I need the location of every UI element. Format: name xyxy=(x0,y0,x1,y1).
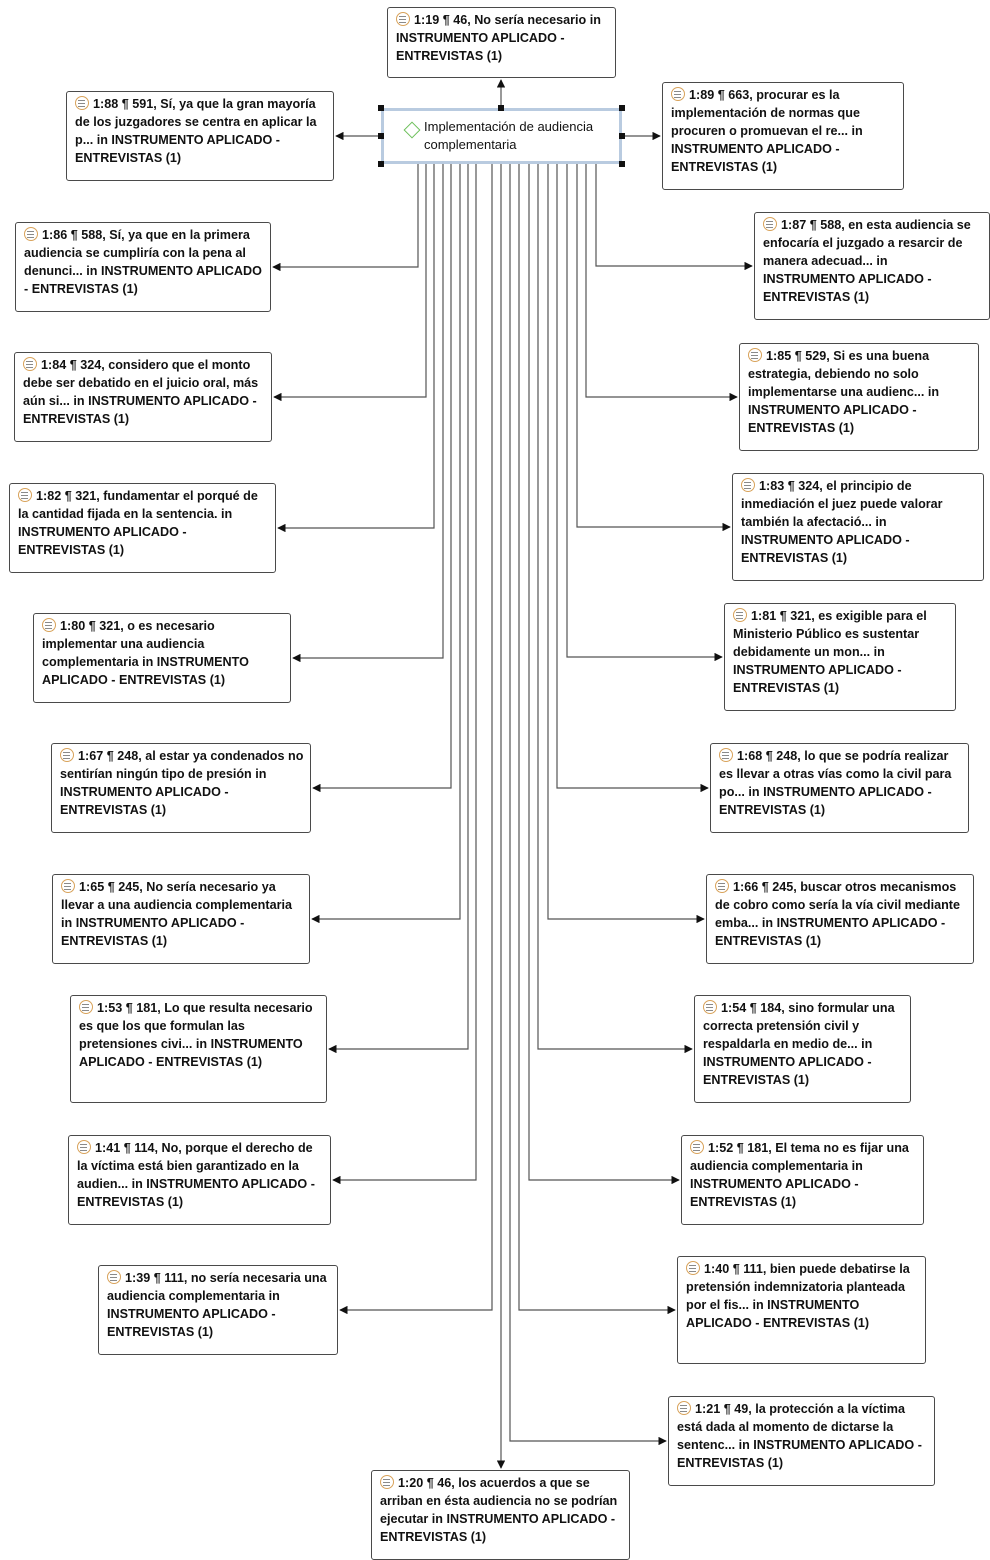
link-arrow xyxy=(312,164,452,793)
quotation-text: 1:67 ¶ 248, al estar ya condenados no se… xyxy=(60,749,304,817)
quotation-icon xyxy=(60,748,74,762)
quotation-node[interactable]: 1:80 ¶ 321, o es necesario implementar u… xyxy=(33,613,291,703)
quotation-text: 1:21 ¶ 49, la protección a la víctima es… xyxy=(677,1402,922,1470)
quotation-icon xyxy=(42,618,56,632)
quotation-icon xyxy=(61,879,75,893)
quotation-node[interactable]: 1:84 ¶ 324, considero que el monto debe … xyxy=(14,352,272,442)
selection-handle[interactable] xyxy=(378,133,384,139)
quotation-node[interactable]: 1:39 ¶ 111, no sería necesaria una audie… xyxy=(98,1265,338,1355)
quotation-text: 1:19 ¶ 46, No sería necesario in INSTRUM… xyxy=(396,13,601,63)
quotation-node[interactable]: 1:82 ¶ 321, fundamentar el porqué de la … xyxy=(9,483,276,573)
link-arrow xyxy=(273,164,427,402)
quotation-node[interactable]: 1:53 ¶ 181, Lo que resulta necesario es … xyxy=(70,995,327,1103)
quotation-text: 1:41 ¶ 114, No, porque el derecho de la … xyxy=(77,1141,315,1209)
quotation-icon xyxy=(671,87,685,101)
quotation-text: 1:87 ¶ 588, en esta audiencia se enfocar… xyxy=(763,218,971,304)
link-arrow xyxy=(556,164,709,793)
link-arrow xyxy=(528,164,680,1185)
quotation-node[interactable]: 1:83 ¶ 324, el principio de inmediación … xyxy=(732,473,984,581)
code-label: Implementación de audiencia complementar… xyxy=(424,119,594,152)
link-arrow xyxy=(328,164,469,1054)
quotation-icon xyxy=(77,1140,91,1154)
quotation-text: 1:82 ¶ 321, fundamentar el porqué de la … xyxy=(18,489,258,557)
link-arrow xyxy=(585,164,738,402)
quotation-node[interactable]: 1:87 ¶ 588, en esta audiencia se enfocar… xyxy=(754,212,990,320)
link-arrow xyxy=(576,164,731,532)
quotation-icon xyxy=(107,1270,121,1284)
quotation-icon xyxy=(686,1261,700,1275)
quotation-icon xyxy=(748,348,762,362)
quotation-icon xyxy=(741,478,755,492)
quotation-node[interactable]: 1:65 ¶ 245, No sería necesario ya llevar… xyxy=(52,874,310,964)
selection-handle[interactable] xyxy=(498,105,504,111)
quotation-icon xyxy=(763,217,777,231)
quotation-node[interactable]: 1:66 ¶ 245, buscar otros mecanismos de c… xyxy=(706,874,974,964)
quotation-icon xyxy=(715,879,729,893)
quotation-icon xyxy=(396,12,410,26)
quotation-icon xyxy=(18,488,32,502)
quotation-text: 1:83 ¶ 324, el principio de inmediación … xyxy=(741,479,943,565)
quotation-text: 1:68 ¶ 248, lo que se podría realizar es… xyxy=(719,749,952,817)
link-arrow xyxy=(339,164,493,1315)
quotation-icon xyxy=(677,1401,691,1415)
quotation-icon xyxy=(719,748,733,762)
quotation-node[interactable]: 1:81 ¶ 321, es exigible para el Minister… xyxy=(724,603,956,711)
quotation-icon xyxy=(79,1000,93,1014)
quotation-text: 1:81 ¶ 321, es exigible para el Minister… xyxy=(733,609,927,695)
quotation-node[interactable]: 1:86 ¶ 588, Sí, ya que en la primera aud… xyxy=(15,222,271,312)
link-arrow xyxy=(518,164,676,1315)
quotation-text: 1:66 ¶ 245, buscar otros mecanismos de c… xyxy=(715,880,960,948)
quotation-node[interactable]: 1:21 ¶ 49, la protección a la víctima es… xyxy=(668,1396,935,1486)
quotation-text: 1:86 ¶ 588, Sí, ya que en la primera aud… xyxy=(24,228,262,296)
quotation-node[interactable]: 1:41 ¶ 114, No, porque el derecho de la … xyxy=(68,1135,331,1225)
quotation-text: 1:39 ¶ 111, no sería necesaria una audie… xyxy=(107,1271,327,1339)
link-arrow xyxy=(547,164,705,924)
quotation-node[interactable]: 1:68 ¶ 248, lo que se podría realizar es… xyxy=(710,743,969,833)
quotation-icon xyxy=(380,1475,394,1489)
link-arrow xyxy=(277,164,435,533)
quotation-text: 1:80 ¶ 321, o es necesario implementar u… xyxy=(42,619,249,687)
quotation-node[interactable]: 1:19 ¶ 46, No sería necesario in INSTRUM… xyxy=(387,7,616,78)
link-arrow xyxy=(537,164,693,1054)
link-arrow xyxy=(292,164,444,663)
selection-handle[interactable] xyxy=(619,161,625,167)
quotation-text: 1:54 ¶ 184, sino formular una correcta p… xyxy=(703,1001,895,1087)
quotation-node[interactable]: 1:20 ¶ 46, los acuerdos a que se arriban… xyxy=(371,1470,630,1560)
quotation-node[interactable]: 1:88 ¶ 591, Sí, ya que la gran mayoría d… xyxy=(66,91,334,181)
quotation-icon xyxy=(75,96,89,110)
quotation-node[interactable]: 1:54 ¶ 184, sino formular una correcta p… xyxy=(694,995,911,1103)
quotation-icon xyxy=(23,357,37,371)
selection-handle[interactable] xyxy=(619,133,625,139)
selection-handle[interactable] xyxy=(378,161,384,167)
link-arrow xyxy=(509,164,667,1446)
quotation-text: 1:52 ¶ 181, El tema no es fijar una audi… xyxy=(690,1141,909,1209)
link-arrow xyxy=(311,164,461,924)
quotation-icon xyxy=(703,1000,717,1014)
quotation-text: 1:88 ¶ 591, Sí, ya que la gran mayoría d… xyxy=(75,97,317,165)
quotation-text: 1:20 ¶ 46, los acuerdos a que se arriban… xyxy=(380,1476,618,1544)
quotation-node[interactable]: 1:52 ¶ 181, El tema no es fijar una audi… xyxy=(681,1135,924,1225)
selection-handle[interactable] xyxy=(378,105,384,111)
quotation-node[interactable]: 1:85 ¶ 529, Si es una buena estrategia, … xyxy=(739,343,979,451)
quotation-icon xyxy=(690,1140,704,1154)
quotation-node[interactable]: 1:40 ¶ 111, bien puede debatirse la pret… xyxy=(677,1256,926,1364)
quotation-text: 1:89 ¶ 663, procurar es la implementació… xyxy=(671,88,863,174)
quotation-node[interactable]: 1:67 ¶ 248, al estar ya condenados no se… xyxy=(51,743,311,833)
quotation-text: 1:40 ¶ 111, bien puede debatirse la pret… xyxy=(686,1262,910,1330)
quotation-text: 1:53 ¶ 181, Lo que resulta necesario es … xyxy=(79,1001,313,1069)
quotation-icon xyxy=(24,227,38,241)
quotation-text: 1:84 ¶ 324, considero que el monto debe … xyxy=(23,358,259,426)
link-arrow xyxy=(332,164,477,1185)
quotation-text: 1:85 ¶ 529, Si es una buena estrategia, … xyxy=(748,349,940,435)
code-node[interactable]: Implementación de audiencia complementar… xyxy=(381,108,622,164)
quotation-text: 1:65 ¶ 245, No sería necesario ya llevar… xyxy=(61,880,292,948)
quotation-node[interactable]: 1:89 ¶ 663, procurar es la implementació… xyxy=(662,82,904,190)
link-arrow xyxy=(566,164,723,662)
selection-handle[interactable] xyxy=(619,105,625,111)
quotation-icon xyxy=(733,608,747,622)
